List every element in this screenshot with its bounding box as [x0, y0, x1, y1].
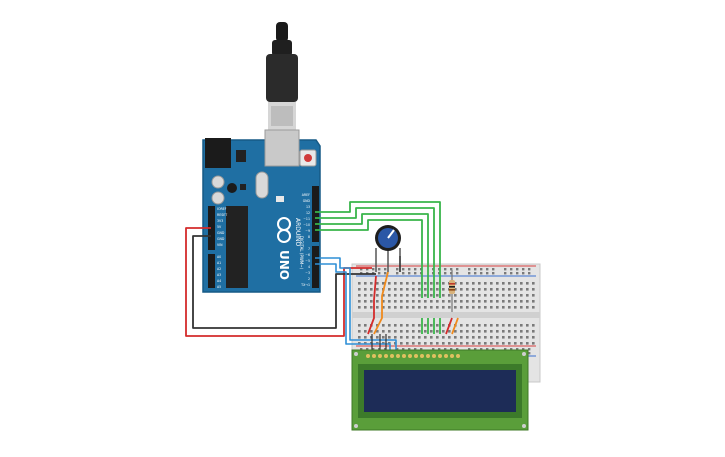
usb-port: [264, 129, 300, 167]
svg-text:~3: ~3: [305, 271, 310, 275]
wires: [185, 201, 459, 352]
board-model: UNO: [277, 250, 291, 280]
wire-d2-blue: [315, 263, 391, 352]
svg-text:4: 4: [308, 265, 310, 269]
resistor[interactable]: [449, 270, 455, 300]
digital-header-bottom[interactable]: [312, 246, 319, 288]
wire-pot-red: [367, 275, 377, 335]
wire-d12-green: [315, 201, 441, 298]
wire-pot-orange: [373, 271, 389, 335]
svg-text:GND: GND: [303, 199, 311, 203]
svg-text:~9: ~9: [305, 229, 310, 233]
svg-text:~6: ~6: [305, 253, 310, 257]
svg-text:A1: A1: [217, 261, 221, 265]
svg-text:RESET: RESET: [217, 213, 227, 217]
svg-text:7: 7: [308, 247, 310, 251]
svg-text:GND: GND: [217, 231, 225, 235]
svg-text:12: 12: [306, 211, 310, 215]
svg-text:5V: 5V: [217, 225, 222, 229]
power-header[interactable]: [208, 206, 215, 250]
lcd-pin-header[interactable]: [366, 354, 460, 358]
digital-label: DIGITAL (PWM~): [299, 236, 304, 270]
svg-text:A2: A2: [217, 267, 221, 271]
dc-jack: [205, 138, 231, 168]
svg-text:~10: ~10: [303, 223, 310, 227]
atmega-chip: [226, 206, 248, 288]
wire-d4-green: [315, 219, 423, 298]
svg-text:3V3: 3V3: [217, 219, 223, 223]
board-brand: ARDUINO: [294, 218, 301, 247]
svg-text:A3: A3: [217, 273, 221, 277]
lcd-screen: [364, 370, 516, 412]
lcd-16x2-module[interactable]: [351, 349, 529, 431]
svg-text:~5: ~5: [305, 259, 310, 263]
wire-gnd-black: [192, 235, 376, 329]
svg-text:A5: A5: [217, 285, 221, 289]
svg-text:IOREF: IOREF: [217, 207, 227, 211]
left-pin-labels: IOREF RESET 3V3 5V GND GND VIN A0 A1 A2 …: [217, 207, 227, 289]
digital-header-top[interactable]: [312, 186, 319, 242]
arduino-logo-icon: [277, 217, 291, 243]
arduino-uno-board[interactable]: ARDUINO UNO DIGITAL (PWM~) IOREF RESET 3…: [202, 129, 321, 293]
wire-d11-green: [315, 207, 435, 298]
svg-text:A4: A4: [217, 279, 221, 283]
svg-text:A0: A0: [217, 255, 221, 259]
analog-header[interactable]: [208, 254, 215, 288]
svg-text:GND: GND: [217, 237, 225, 241]
svg-text:2: 2: [308, 277, 310, 281]
svg-text:VIN: VIN: [217, 243, 223, 247]
wire-d5-green: [315, 213, 429, 298]
svg-text:AREF: AREF: [302, 193, 310, 197]
svg-text:TX→1: TX→1: [300, 283, 310, 287]
wire-d3-blue: [315, 257, 397, 352]
svg-text:~11: ~11: [303, 217, 310, 221]
digital-pin-labels: AREF GND 13 12 ~11 ~10 ~9 8 7 ~6 ~5 4 ~3…: [300, 193, 310, 287]
svg-text:8: 8: [308, 235, 310, 239]
reset-button[interactable]: [299, 149, 317, 167]
svg-text:13: 13: [306, 205, 310, 209]
usb-cable-icon: [266, 22, 298, 130]
